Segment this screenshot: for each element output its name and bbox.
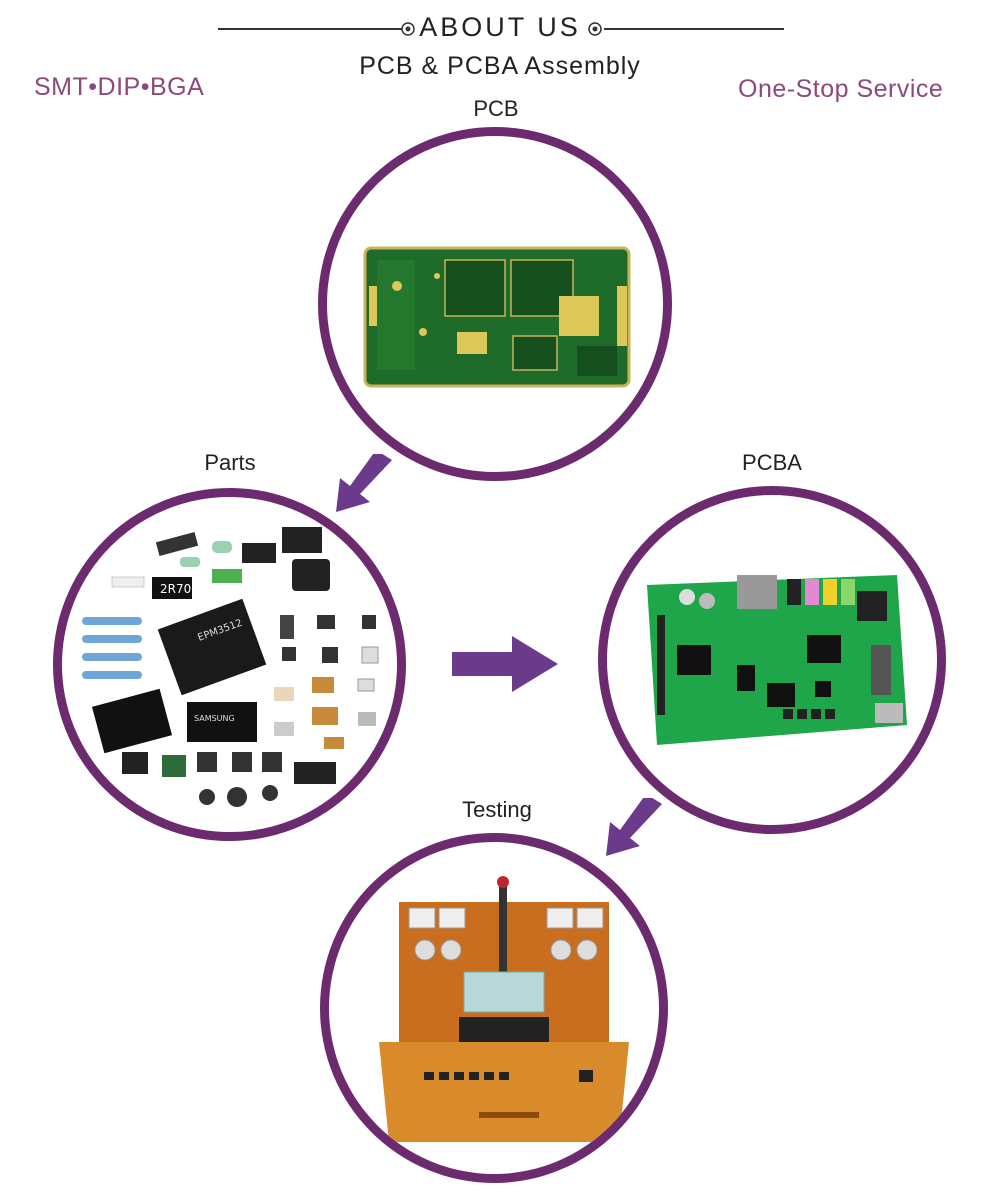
concentric-circle-icon	[587, 21, 603, 37]
arrow-icon	[330, 454, 400, 518]
testing-circle	[320, 833, 668, 1183]
page-title: ABOUT US	[419, 12, 581, 42]
concentric-circle-icon	[400, 21, 416, 37]
pcb-board-image	[363, 246, 631, 388]
tag-right: One-Stop Service	[738, 75, 944, 103]
arrow-icon	[600, 798, 670, 862]
header-line-right	[604, 28, 784, 30]
resistor-code-label: 2R70	[160, 582, 191, 596]
resistor-icon	[82, 617, 142, 679]
pcb-circle	[318, 127, 672, 481]
arrow-icon	[452, 636, 558, 692]
pcba-circle	[598, 486, 946, 834]
stage-label-pcb: PCB	[473, 96, 519, 121]
tester-fixture-image	[379, 876, 629, 1142]
parts-circle: 2R70 EPM3512 SAMSUNG	[53, 488, 406, 841]
page-subtitle: PCB & PCBA Assembly	[359, 52, 641, 80]
stage-label-pcba: PCBA	[742, 450, 802, 475]
header-line-left	[218, 28, 402, 30]
stage-label-parts: Parts	[204, 450, 256, 475]
stage-label-testing: Testing	[462, 797, 532, 822]
parts-components-image: 2R70 EPM3512 SAMSUNG	[82, 527, 379, 807]
pcba-board-image	[647, 575, 907, 745]
memory-chip-label: SAMSUNG	[194, 714, 235, 723]
tag-left: SMT•DIP•BGA	[34, 73, 205, 101]
